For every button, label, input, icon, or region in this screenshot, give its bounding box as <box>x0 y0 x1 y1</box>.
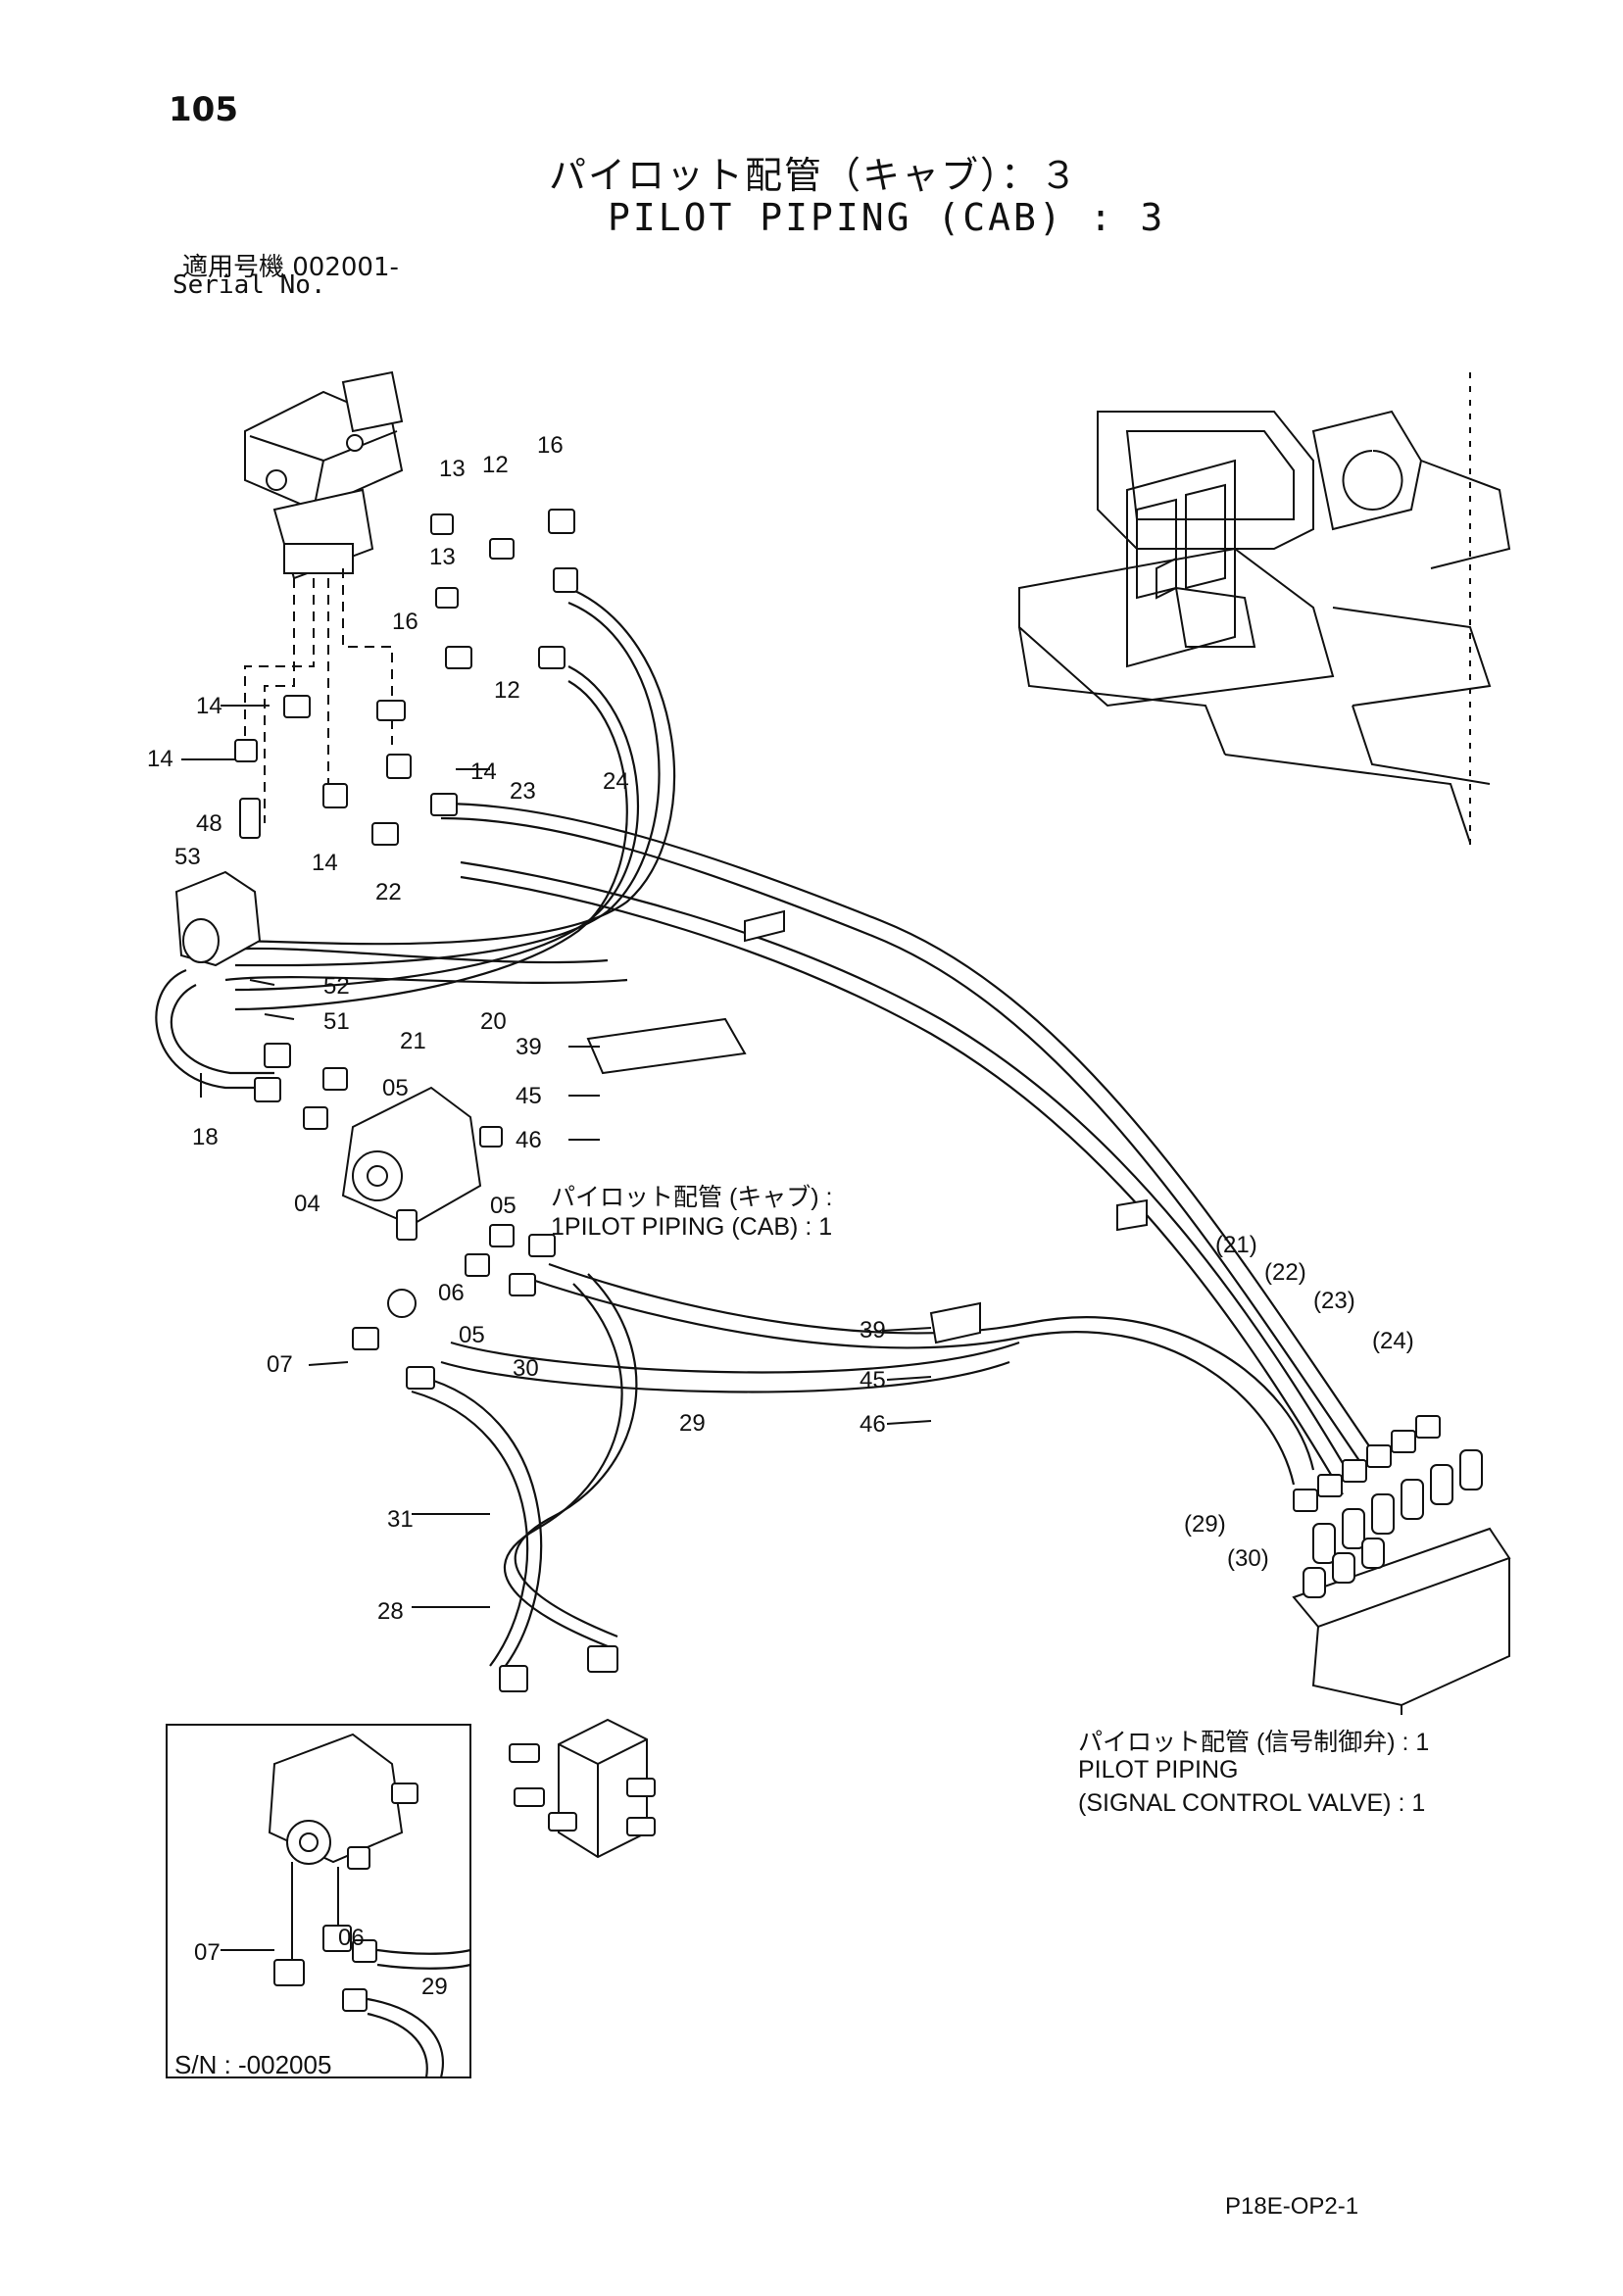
part-labels: 13 12 16 13 16 12 14 14 14 14 23 24 48 5… <box>147 432 1414 2000</box>
label-12a: 12 <box>482 452 509 478</box>
label-04: 04 <box>294 1191 320 1217</box>
label-16a: 16 <box>537 432 564 459</box>
label-28: 28 <box>377 1598 404 1625</box>
label-24p: (24) <box>1372 1328 1414 1354</box>
label-39a: 39 <box>516 1034 542 1060</box>
label-14b: 14 <box>147 746 173 772</box>
cab-illustration <box>1018 372 1511 853</box>
label-45a: 45 <box>516 1083 542 1109</box>
fittings <box>174 509 1148 1344</box>
label-06b: 06 <box>338 1925 365 1951</box>
inset-serial-label: S/N : -002005 <box>174 2050 332 2079</box>
hose-bundle <box>155 586 1373 1672</box>
signal-piping-ref-jp: パイロット配管 (信号制御弁) : 1 <box>1078 1729 1430 1756</box>
page-title-en: PILOT PIPING (CAB) : 3 <box>608 196 1166 239</box>
signal-control-valve <box>499 1645 656 1859</box>
label-21: 21 <box>400 1028 426 1054</box>
label-29p: (29) <box>1184 1511 1226 1538</box>
inset-detail <box>166 1724 471 2078</box>
label-06a: 06 <box>438 1280 465 1306</box>
label-14c: 14 <box>470 758 497 785</box>
label-20: 20 <box>480 1008 507 1035</box>
page-title-jp: パイロット配管（キャブ）：３ <box>549 154 1080 197</box>
control-valve-fittings <box>1292 1415 1511 1715</box>
label-29b: 29 <box>421 1974 448 2000</box>
label-24: 24 <box>603 768 629 795</box>
label-07b: 07 <box>194 1939 221 1966</box>
label-30p: (30) <box>1227 1545 1269 1572</box>
label-13b: 13 <box>429 544 456 570</box>
label-30: 30 <box>513 1355 539 1382</box>
label-16b: 16 <box>392 609 418 635</box>
label-46a: 46 <box>516 1127 542 1153</box>
signal-piping-ref-en2: (SIGNAL CONTROL VALVE) : 1 <box>1078 1789 1426 1817</box>
label-13a: 13 <box>439 456 466 482</box>
guide-lines <box>244 568 393 823</box>
label-53: 53 <box>174 844 201 870</box>
cab-piping-ref-jp: パイロット配管 (キャブ) : <box>551 1184 833 1211</box>
label-18: 18 <box>192 1124 219 1150</box>
label-12b: 12 <box>494 677 520 704</box>
label-05a: 05 <box>382 1075 409 1101</box>
label-05b: 05 <box>490 1193 516 1219</box>
label-14d: 14 <box>312 850 338 876</box>
drawing-code: P18E-OP2-1 <box>1225 2193 1359 2220</box>
label-23: 23 <box>510 778 536 805</box>
label-29a: 29 <box>679 1410 706 1437</box>
label-07a: 07 <box>267 1351 293 1378</box>
label-22: 22 <box>375 879 402 905</box>
label-39b: 39 <box>860 1317 886 1343</box>
label-05c: 05 <box>459 1322 485 1348</box>
label-22p: (22) <box>1264 1259 1306 1286</box>
signal-piping-ref-en1: PILOT PIPING <box>1078 1756 1239 1783</box>
label-45b: 45 <box>860 1367 886 1393</box>
label-51: 51 <box>323 1008 350 1035</box>
label-31: 31 <box>387 1506 414 1533</box>
leader-lines <box>181 705 932 1951</box>
pilot-valve-lower <box>341 1086 556 1390</box>
label-48: 48 <box>196 810 222 837</box>
page-number: 105 <box>169 90 238 129</box>
label-21p: (21) <box>1215 1232 1257 1258</box>
label-46b: 46 <box>860 1411 886 1438</box>
label-52: 52 <box>323 973 350 1000</box>
label-14a: 14 <box>196 693 222 719</box>
cab-piping-ref-en: 1PILOT PIPING (CAB) : 1 <box>551 1213 833 1241</box>
pilot-valve-assembly <box>244 370 404 580</box>
serial-label-en: Serial No. <box>172 270 326 300</box>
serial-label-jp: 適用号機 002001- <box>182 253 399 282</box>
label-23p: (23) <box>1313 1288 1355 1314</box>
